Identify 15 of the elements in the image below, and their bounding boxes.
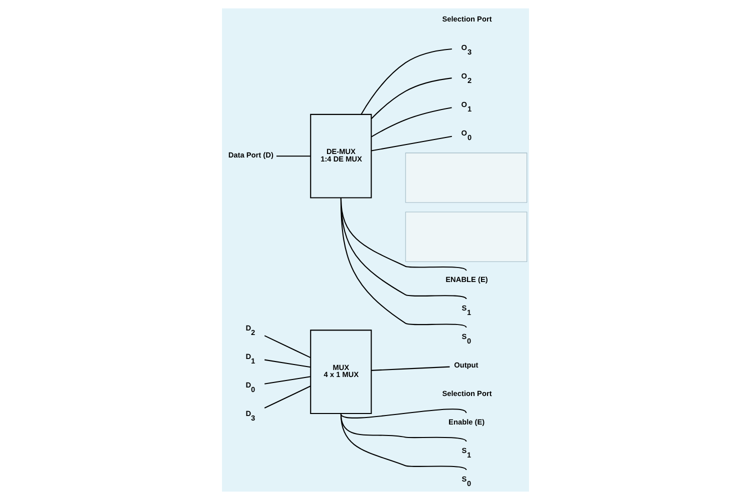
node-box (404, 212, 527, 262)
connector (276, 156, 310, 157)
connector (264, 359, 310, 368)
connector (264, 376, 310, 384)
connector (340, 408, 466, 418)
node-box (404, 152, 527, 203)
connector (340, 414, 466, 470)
connector (370, 136, 452, 152)
connector (370, 107, 452, 138)
connector (340, 198, 466, 328)
connector (370, 78, 452, 120)
connector (370, 366, 450, 371)
connector (264, 335, 310, 358)
connector (264, 386, 310, 408)
connector (360, 48, 452, 114)
